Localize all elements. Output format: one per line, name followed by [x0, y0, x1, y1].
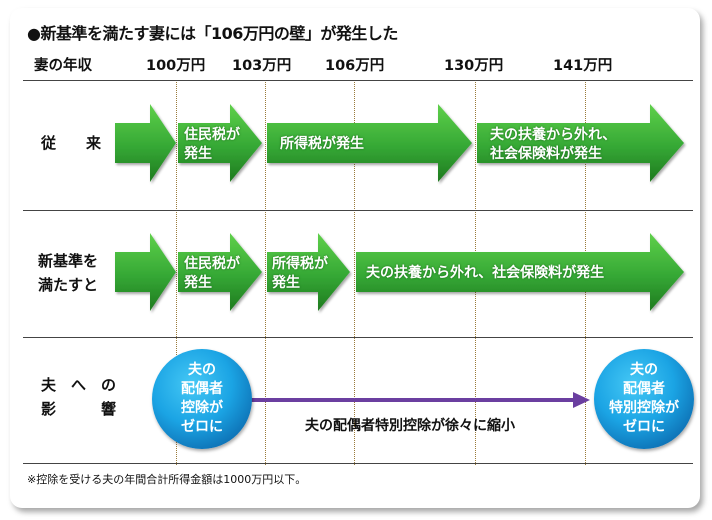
income-header: 妻の年収 — [34, 58, 92, 74]
new-resident-tax-text: 住民税が 発生 — [184, 256, 240, 291]
arrow-new-social-insurance — [356, 233, 684, 311]
arrow-new-income-tax — [267, 233, 350, 311]
diagram-title: ●新基準を満たす妻には「106万円の壁」が発生した — [27, 24, 398, 43]
spousal-deduction-zero-text: 夫の 配偶者 控除が ゼロに — [181, 362, 223, 435]
guide-line-106 — [354, 80, 355, 465]
prev-resident-tax-text: 住民税が 発生 — [184, 127, 240, 162]
header-130man: 130万円 — [444, 58, 504, 74]
special-deduction-zero-circle: 夫の 配偶者 特別控除が ゼロに — [594, 349, 694, 449]
prev-income-tax-text: 所得税が発生 — [280, 136, 364, 152]
header-103man: 103万円 — [232, 58, 292, 74]
row-label-new-standard: 新基準を 満たすと — [38, 252, 99, 294]
arrow-prev-social-insurance — [477, 104, 684, 182]
spousal-deduction-zero-circle: 夫の 配偶者 控除が ゼロに — [152, 349, 252, 449]
new-social-insurance-text: 夫の扶養から外れ、社会保険料が発生 — [366, 265, 605, 281]
effect-arrow-head — [573, 392, 590, 408]
footnote: ※控除を受ける夫の年間合計所得金額は1000万円以下。 — [27, 473, 307, 486]
arrow-new-base — [115, 233, 176, 311]
divider-1 — [23, 210, 693, 211]
divider-top — [23, 80, 693, 81]
header-100man: 100万円 — [146, 58, 206, 74]
guide-line-100 — [176, 80, 177, 465]
arrow-prev-resident-tax — [178, 104, 262, 182]
row-label-previous: 従 来 — [41, 134, 102, 152]
arrow-prev-income-tax — [267, 104, 472, 182]
deduction-shrink-text: 夫の配偶者特別控除が徐々に縮小 — [305, 418, 515, 434]
guide-line-103 — [265, 80, 266, 465]
divider-2 — [23, 337, 693, 338]
prev-social-insurance-text: 夫の扶養から外れ、 社会保険料が発生 — [490, 127, 617, 162]
special-deduction-zero-text: 夫の 配偶者 特別控除が ゼロに — [609, 362, 679, 435]
arrow-prev-base — [115, 104, 176, 182]
divider-bottom — [23, 463, 693, 464]
header-141man: 141万円 — [553, 58, 613, 74]
row-label-husband: 夫 へ の 影 響 — [41, 376, 117, 418]
arrow-new-resident-tax — [178, 233, 262, 311]
header-106man: 106万円 — [325, 58, 385, 74]
new-income-tax-text: 所得税が 発生 — [272, 256, 328, 291]
